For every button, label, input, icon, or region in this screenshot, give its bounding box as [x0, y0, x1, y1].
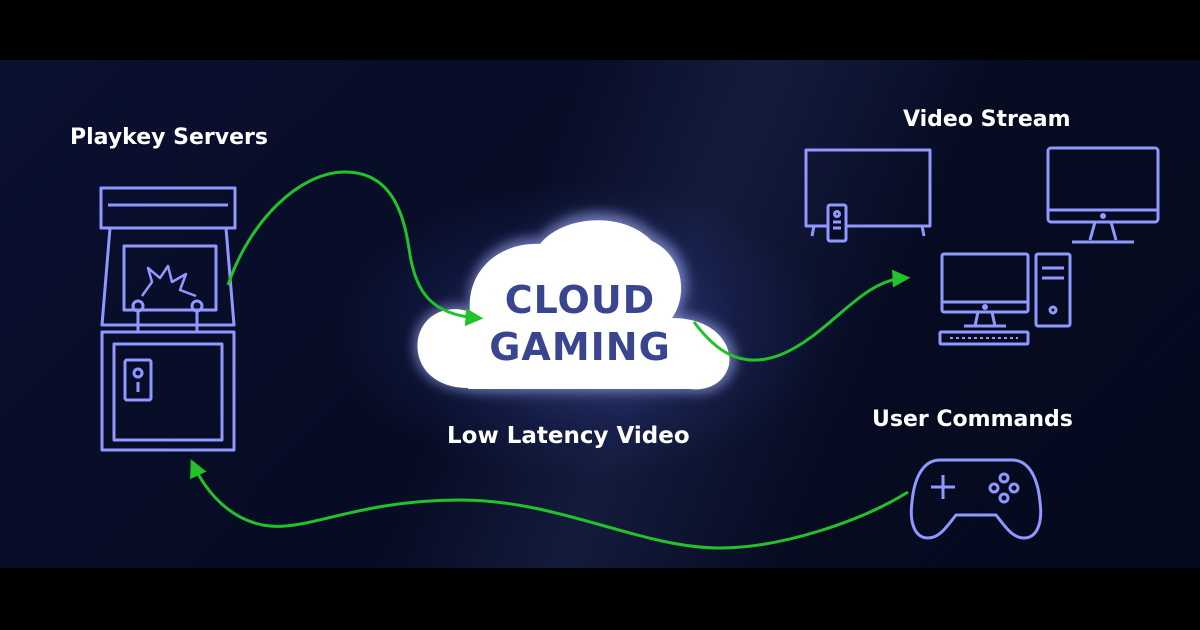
user-commands-label: User Commands [872, 407, 1073, 432]
cloud-icon [414, 212, 736, 393]
monitor-icon [1046, 146, 1160, 244]
gamepad-icon [909, 458, 1043, 540]
desktop-computer-icon [938, 252, 1072, 346]
tv-icon [804, 148, 932, 243]
arrow-commands-to-servers [190, 459, 909, 550]
diagram-canvas: Playkey Servers Video Stream User Comman… [0, 60, 1200, 568]
arrow-cloud-to-devices [692, 269, 911, 362]
servers-label: Playkey Servers [70, 125, 268, 150]
low-latency-label: Low Latency Video [447, 423, 690, 449]
arcade-machine-icon [99, 186, 237, 452]
cloud-title-line2: GAMING [489, 325, 671, 369]
arrow-servers-to-cloud [226, 170, 484, 327]
diagram-art [99, 146, 1160, 550]
video-stream-label: Video Stream [903, 107, 1071, 132]
cloud-title-line1: CLOUD [504, 278, 656, 322]
